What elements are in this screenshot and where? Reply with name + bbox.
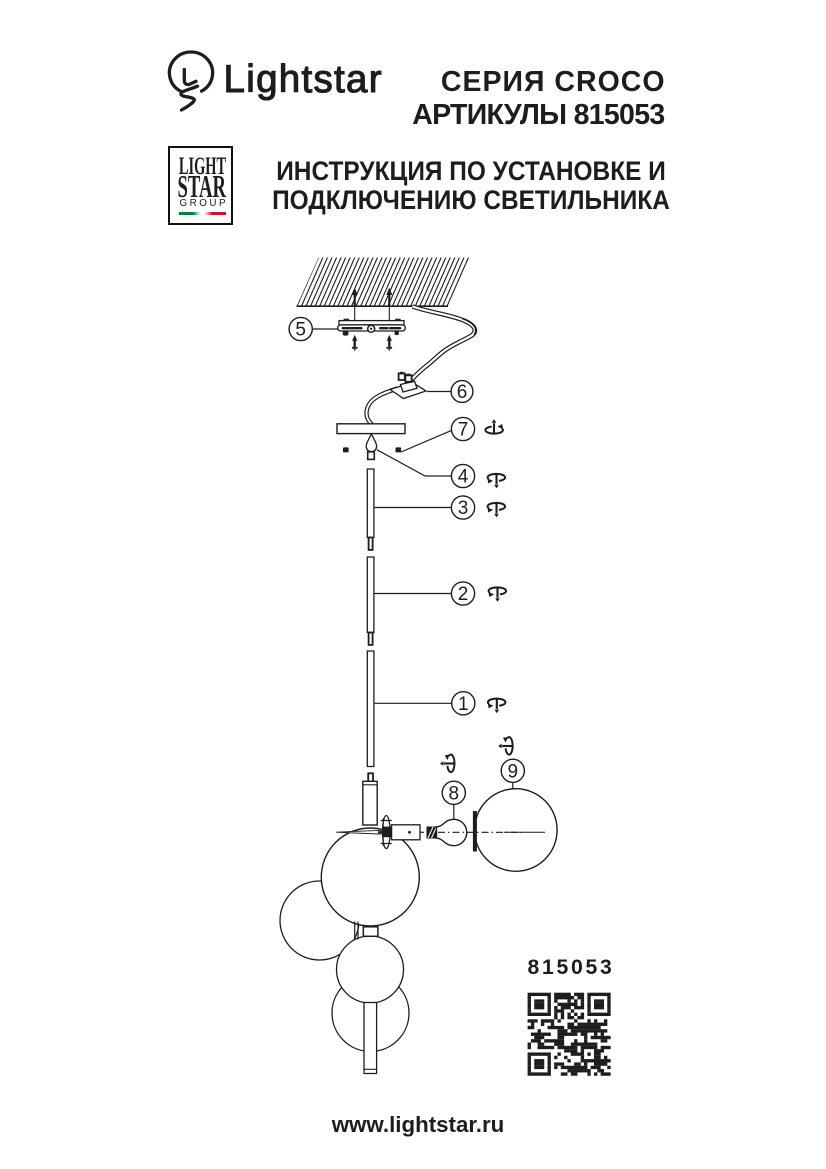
svg-text:5: 5 (295, 320, 306, 341)
svg-text:1: 1 (458, 694, 469, 715)
svg-text:6: 6 (457, 382, 468, 403)
svg-text:7: 7 (458, 420, 469, 441)
svg-text:4: 4 (458, 467, 469, 488)
svg-text:8: 8 (449, 784, 460, 805)
svg-text:9: 9 (508, 762, 519, 783)
svg-text:2: 2 (458, 584, 469, 605)
svg-text:3: 3 (458, 498, 469, 519)
